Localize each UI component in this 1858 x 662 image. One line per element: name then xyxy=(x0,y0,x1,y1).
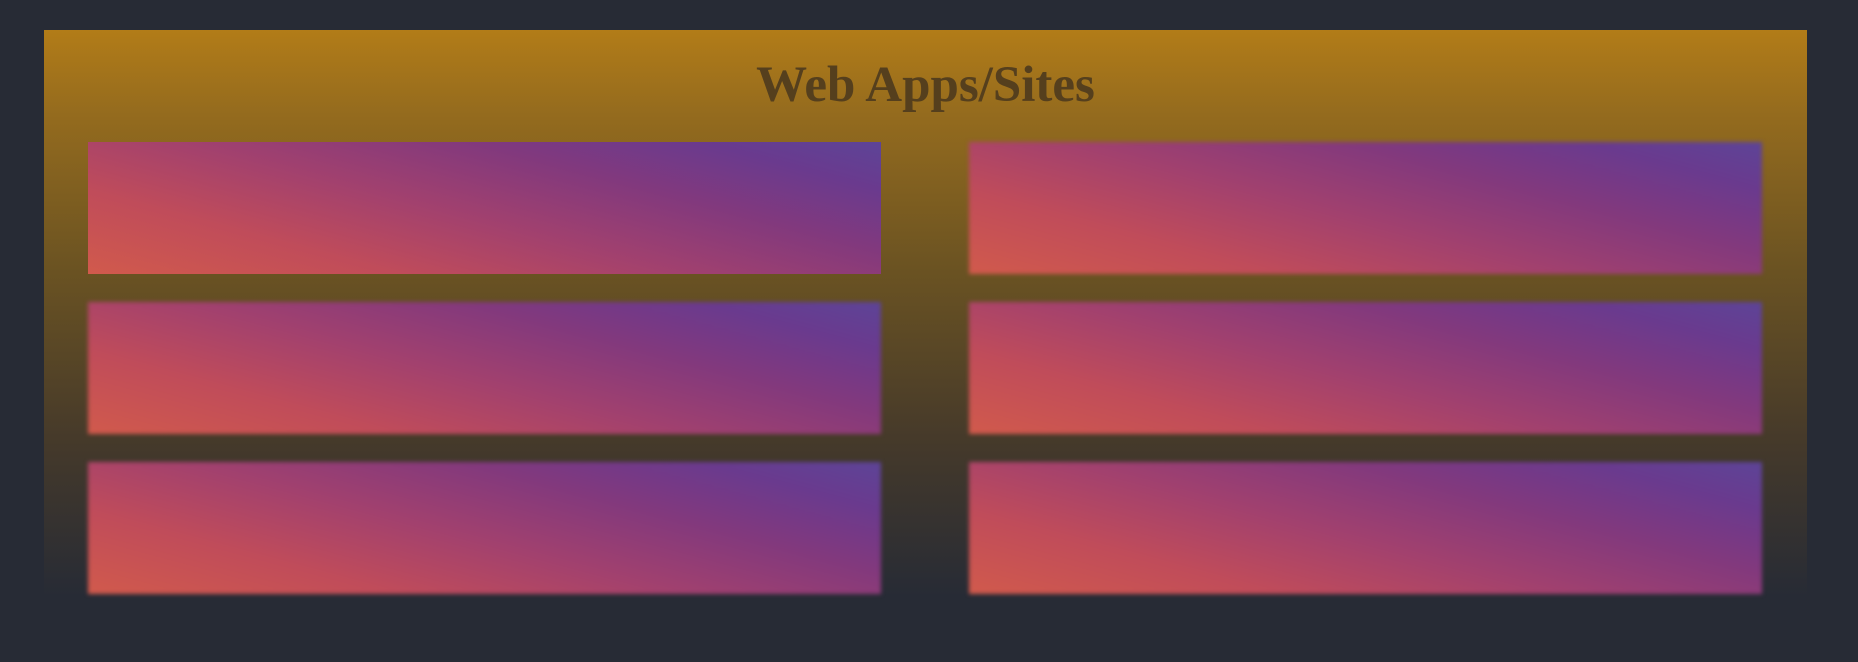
web-apps-section: Web Apps/Sites xyxy=(44,30,1807,596)
project-card-3[interactable] xyxy=(88,302,881,434)
project-card-grid xyxy=(88,142,1762,594)
project-card-1[interactable] xyxy=(88,142,881,274)
project-card-2[interactable] xyxy=(969,142,1762,274)
project-card-4[interactable] xyxy=(969,302,1762,434)
project-card-6[interactable] xyxy=(969,462,1762,594)
project-card-5[interactable] xyxy=(88,462,881,594)
section-title: Web Apps/Sites xyxy=(756,57,1095,113)
